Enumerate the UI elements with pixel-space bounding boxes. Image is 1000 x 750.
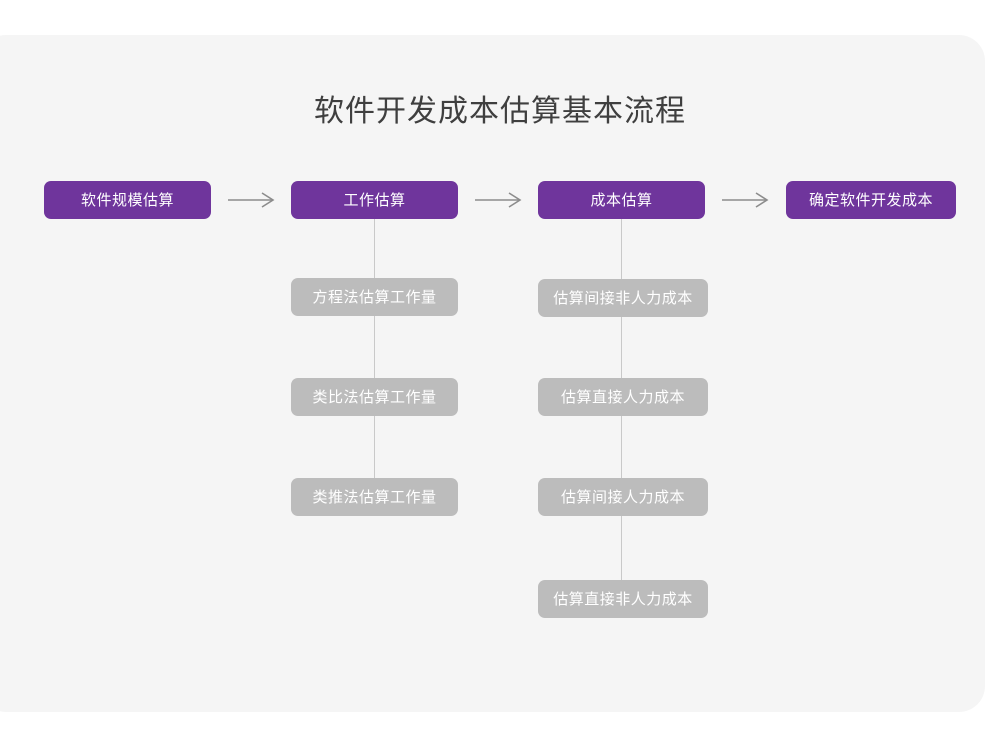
arrow-right-icon-3 — [722, 188, 770, 212]
flow-node-label: 工作估算 — [343, 191, 406, 209]
page-title: 软件开发成本估算基本流程 — [314, 94, 686, 129]
connector-line-effort-3 — [374, 416, 375, 478]
branch-node-indirect-labor-cost[interactable]: 估算间接人力成本 — [538, 478, 708, 516]
arrow-right-icon-1 — [228, 188, 276, 212]
branch-node-label: 估算间接人力成本 — [560, 488, 685, 506]
branch-node-indirect-nonlabor-cost[interactable]: 估算间接非人力成本 — [538, 279, 708, 317]
branch-node-label: 类推法估算工作量 — [312, 488, 437, 506]
flow-node-cost-estimation[interactable]: 成本估算 — [538, 181, 705, 219]
branch-node-label: 估算直接非人力成本 — [553, 590, 693, 608]
branch-node-label: 估算间接非人力成本 — [553, 289, 693, 307]
connector-line-effort-2 — [374, 316, 375, 378]
branch-node-label: 方程法估算工作量 — [312, 288, 437, 306]
branch-node-effort-analogy-method[interactable]: 类比法估算工作量 — [291, 378, 458, 416]
branch-node-effort-equation-method[interactable]: 方程法估算工作量 — [291, 278, 458, 316]
arrow-right-icon-2 — [475, 188, 523, 212]
connector-line-cost-4 — [621, 516, 622, 580]
branch-node-direct-labor-cost[interactable]: 估算直接人力成本 — [538, 378, 708, 416]
connector-line-cost-2 — [621, 317, 622, 378]
connector-line-cost-1 — [621, 219, 622, 279]
flow-node-label: 软件规模估算 — [80, 191, 174, 209]
flow-node-effort-estimation[interactable]: 工作估算 — [291, 181, 458, 219]
flow-node-final-development-cost[interactable]: 确定软件开发成本 — [786, 181, 956, 219]
branch-node-direct-nonlabor-cost[interactable]: 估算直接非人力成本 — [538, 580, 708, 618]
branch-node-label: 类比法估算工作量 — [312, 388, 437, 406]
branch-node-label: 估算直接人力成本 — [560, 388, 685, 406]
connector-line-effort-1 — [374, 219, 375, 278]
branch-node-effort-inference-method[interactable]: 类推法估算工作量 — [291, 478, 458, 516]
flow-node-software-size-estimation[interactable]: 软件规模估算 — [44, 181, 211, 219]
diagram-card — [0, 35, 985, 712]
connector-line-cost-3 — [621, 416, 622, 478]
flow-node-label: 成本估算 — [590, 191, 653, 209]
flow-node-label: 确定软件开发成本 — [808, 191, 933, 209]
